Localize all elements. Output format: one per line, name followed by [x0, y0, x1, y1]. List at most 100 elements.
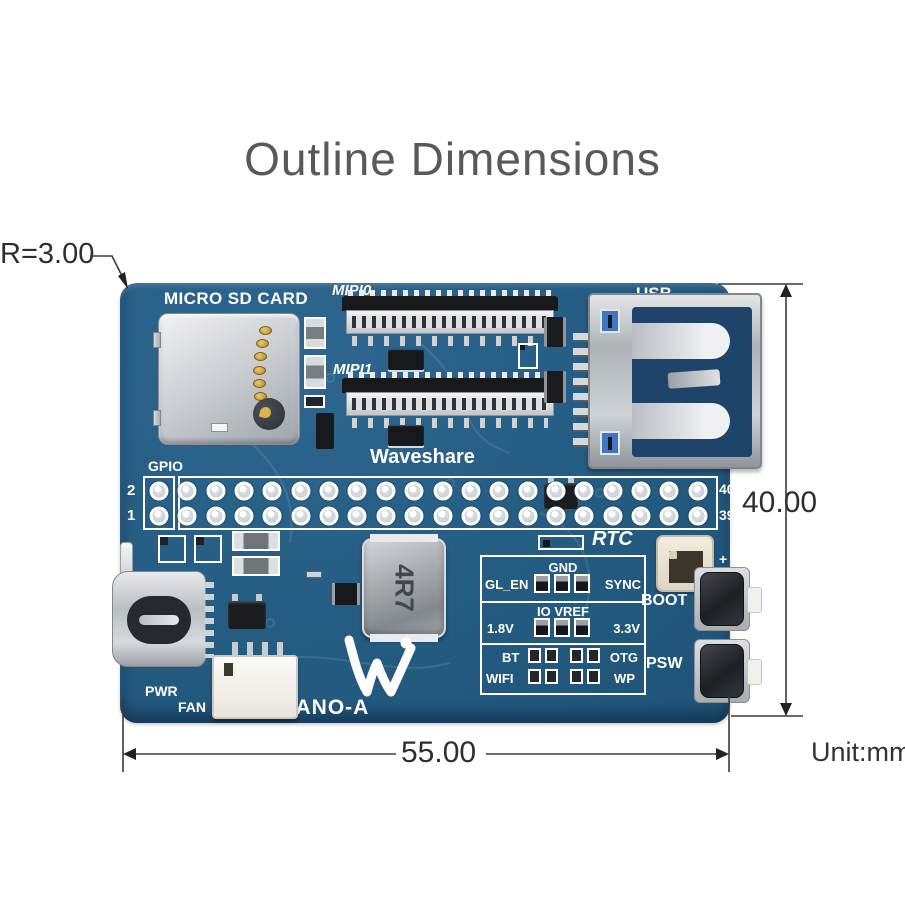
config-jumper-block: GND GL_EN SYNC IO VREF 1.8V 3.3V BT OTG … — [480, 555, 646, 695]
usb-a-port — [573, 293, 762, 469]
gl-en-jumpers — [534, 574, 590, 593]
usb-pin — [600, 431, 620, 455]
rtc-plus-label: + — [719, 551, 728, 567]
smd-pads — [538, 535, 584, 550]
gpio-hole — [262, 481, 282, 500]
sd-gold-contact — [253, 378, 266, 388]
inductor-value-label: 4R7 — [389, 564, 420, 612]
wp-label: WP — [614, 671, 635, 686]
gpio-hole — [177, 481, 197, 500]
smd-pads — [518, 343, 538, 369]
small-ic — [544, 371, 566, 403]
gpio-hole — [659, 481, 679, 500]
sd-mount-tab — [153, 332, 161, 348]
gpio-hole — [574, 506, 594, 525]
gpio-pin40-label: 40 — [719, 481, 735, 497]
small-ic — [544, 317, 566, 347]
gpio-hole — [319, 506, 339, 525]
gpio-hole — [376, 506, 396, 525]
gpio-hole — [262, 506, 282, 525]
sync-label: SYNC — [604, 577, 641, 592]
gpio-hole — [149, 481, 169, 500]
gpio-hole — [291, 506, 311, 525]
fan-pin-slots — [224, 663, 290, 677]
gpio-hole — [546, 506, 566, 525]
fan-connector-pins — [232, 642, 290, 655]
gpio-hole — [461, 506, 481, 525]
gpio-hole — [518, 481, 538, 500]
unit-label: Unit:mm — [811, 737, 905, 767]
capacitor — [304, 317, 326, 349]
io-vref-label: IO VREF — [536, 604, 590, 619]
smd-pads — [304, 395, 325, 408]
gpio-hole — [603, 481, 623, 500]
otg-jumpers — [570, 648, 600, 663]
bt-label: BT — [502, 650, 520, 665]
gpio-pin1-label: 1 — [127, 507, 136, 524]
wifi-jumpers — [528, 669, 558, 684]
boot-label: BOOT — [641, 592, 688, 609]
sd-notch — [211, 423, 228, 432]
mipi1-connector — [342, 372, 558, 428]
smd-pad-column — [304, 569, 326, 629]
gpio-hole — [631, 481, 651, 500]
fan-connector — [212, 655, 298, 719]
gpio-hole — [546, 481, 566, 500]
gpio-hole — [574, 481, 594, 500]
bt-jumpers — [528, 648, 558, 663]
page-title: Outline Dimensions — [244, 133, 661, 185]
sd-detect-switch — [253, 398, 285, 430]
gpio-hole — [489, 506, 509, 525]
resistor — [232, 531, 280, 551]
gpio-hole — [149, 506, 169, 525]
gpio-hole — [234, 506, 254, 525]
micro-sd-label: MICRO SD CARD — [164, 289, 309, 308]
gpio-pin2-label: 2 — [127, 482, 136, 499]
gpio-pin1-box — [143, 476, 175, 530]
gpio-hole — [376, 481, 396, 500]
boot-button — [694, 567, 762, 631]
sot23-transistor — [228, 594, 266, 629]
psw-label: PSW — [646, 655, 683, 672]
gpio-hole — [489, 481, 509, 500]
gpio-hole — [206, 506, 226, 525]
sd-gold-contact — [256, 339, 269, 349]
gpio-hole — [433, 506, 452, 525]
wifi-label: WIFI — [486, 671, 514, 686]
gpio-hole — [291, 481, 311, 500]
gpio-hole — [177, 506, 197, 525]
sd-gold-contact — [253, 365, 266, 375]
gpio-hole — [631, 506, 651, 525]
smd-package — [194, 535, 222, 563]
gnd-label: GND — [548, 560, 578, 575]
io-vref-jumpers — [534, 618, 590, 637]
gpio-hole — [404, 481, 424, 500]
gpio-hole — [404, 506, 424, 525]
gpio-hole — [659, 506, 679, 525]
small-ic — [332, 583, 360, 605]
corner-radius-label: R=3.00 — [0, 238, 95, 270]
power-inductor: 4R7 — [362, 534, 446, 642]
gpio-hole — [461, 481, 481, 500]
gpio-header-box — [178, 476, 718, 530]
gpio-hole — [688, 481, 708, 500]
gl-en-label: GL_EN — [485, 577, 529, 592]
fan-label: FAN — [178, 699, 206, 715]
cm5-nano-a-board: MICRO SD CARD MIPI0 MIPI1 USB Waveshare … — [112, 282, 762, 723]
sd-mount-tab — [153, 410, 161, 426]
resistor — [232, 556, 280, 576]
rtc-label: RTC — [592, 528, 633, 550]
gpio-hole — [347, 481, 367, 500]
v1v8-label: 1.8V — [487, 621, 514, 636]
sd-gold-contact — [259, 326, 272, 335]
micro-sd-slot — [153, 313, 300, 445]
gpio-hole — [688, 506, 708, 525]
gpio-hole — [319, 481, 339, 500]
capacitor — [304, 355, 326, 389]
waveshare-logo-icon — [344, 635, 416, 697]
otg-label: OTG — [609, 650, 638, 665]
v3v3-label: 3.3V — [613, 621, 640, 636]
gpio-label: GPIO — [148, 458, 184, 474]
wp-jumpers — [570, 669, 600, 684]
